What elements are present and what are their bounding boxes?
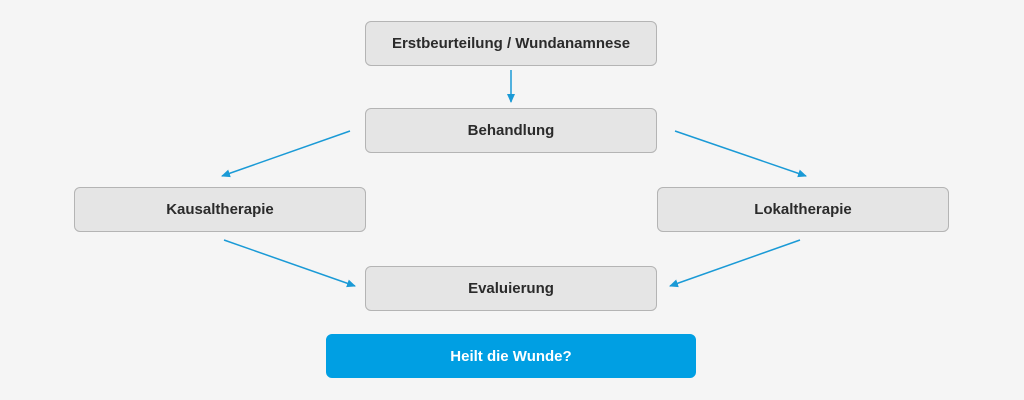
arrow-causal-to-evaluation [223,239,356,288]
node-evaluation: Evaluierung [365,266,657,311]
arrow-treatment-to-causal [221,130,351,178]
arrow-local-to-evaluation [669,239,801,288]
node-healing-question: Heilt die Wunde? [326,334,696,378]
arrow-treatment-to-local [674,130,807,178]
node-local-therapy: Lokaltherapie [657,187,949,232]
node-treatment: Behandlung [365,108,657,153]
node-causal-therapy: Kausaltherapie [74,187,366,232]
node-initial-assessment: Erstbeurteilung / Wundanamnese [365,21,657,66]
